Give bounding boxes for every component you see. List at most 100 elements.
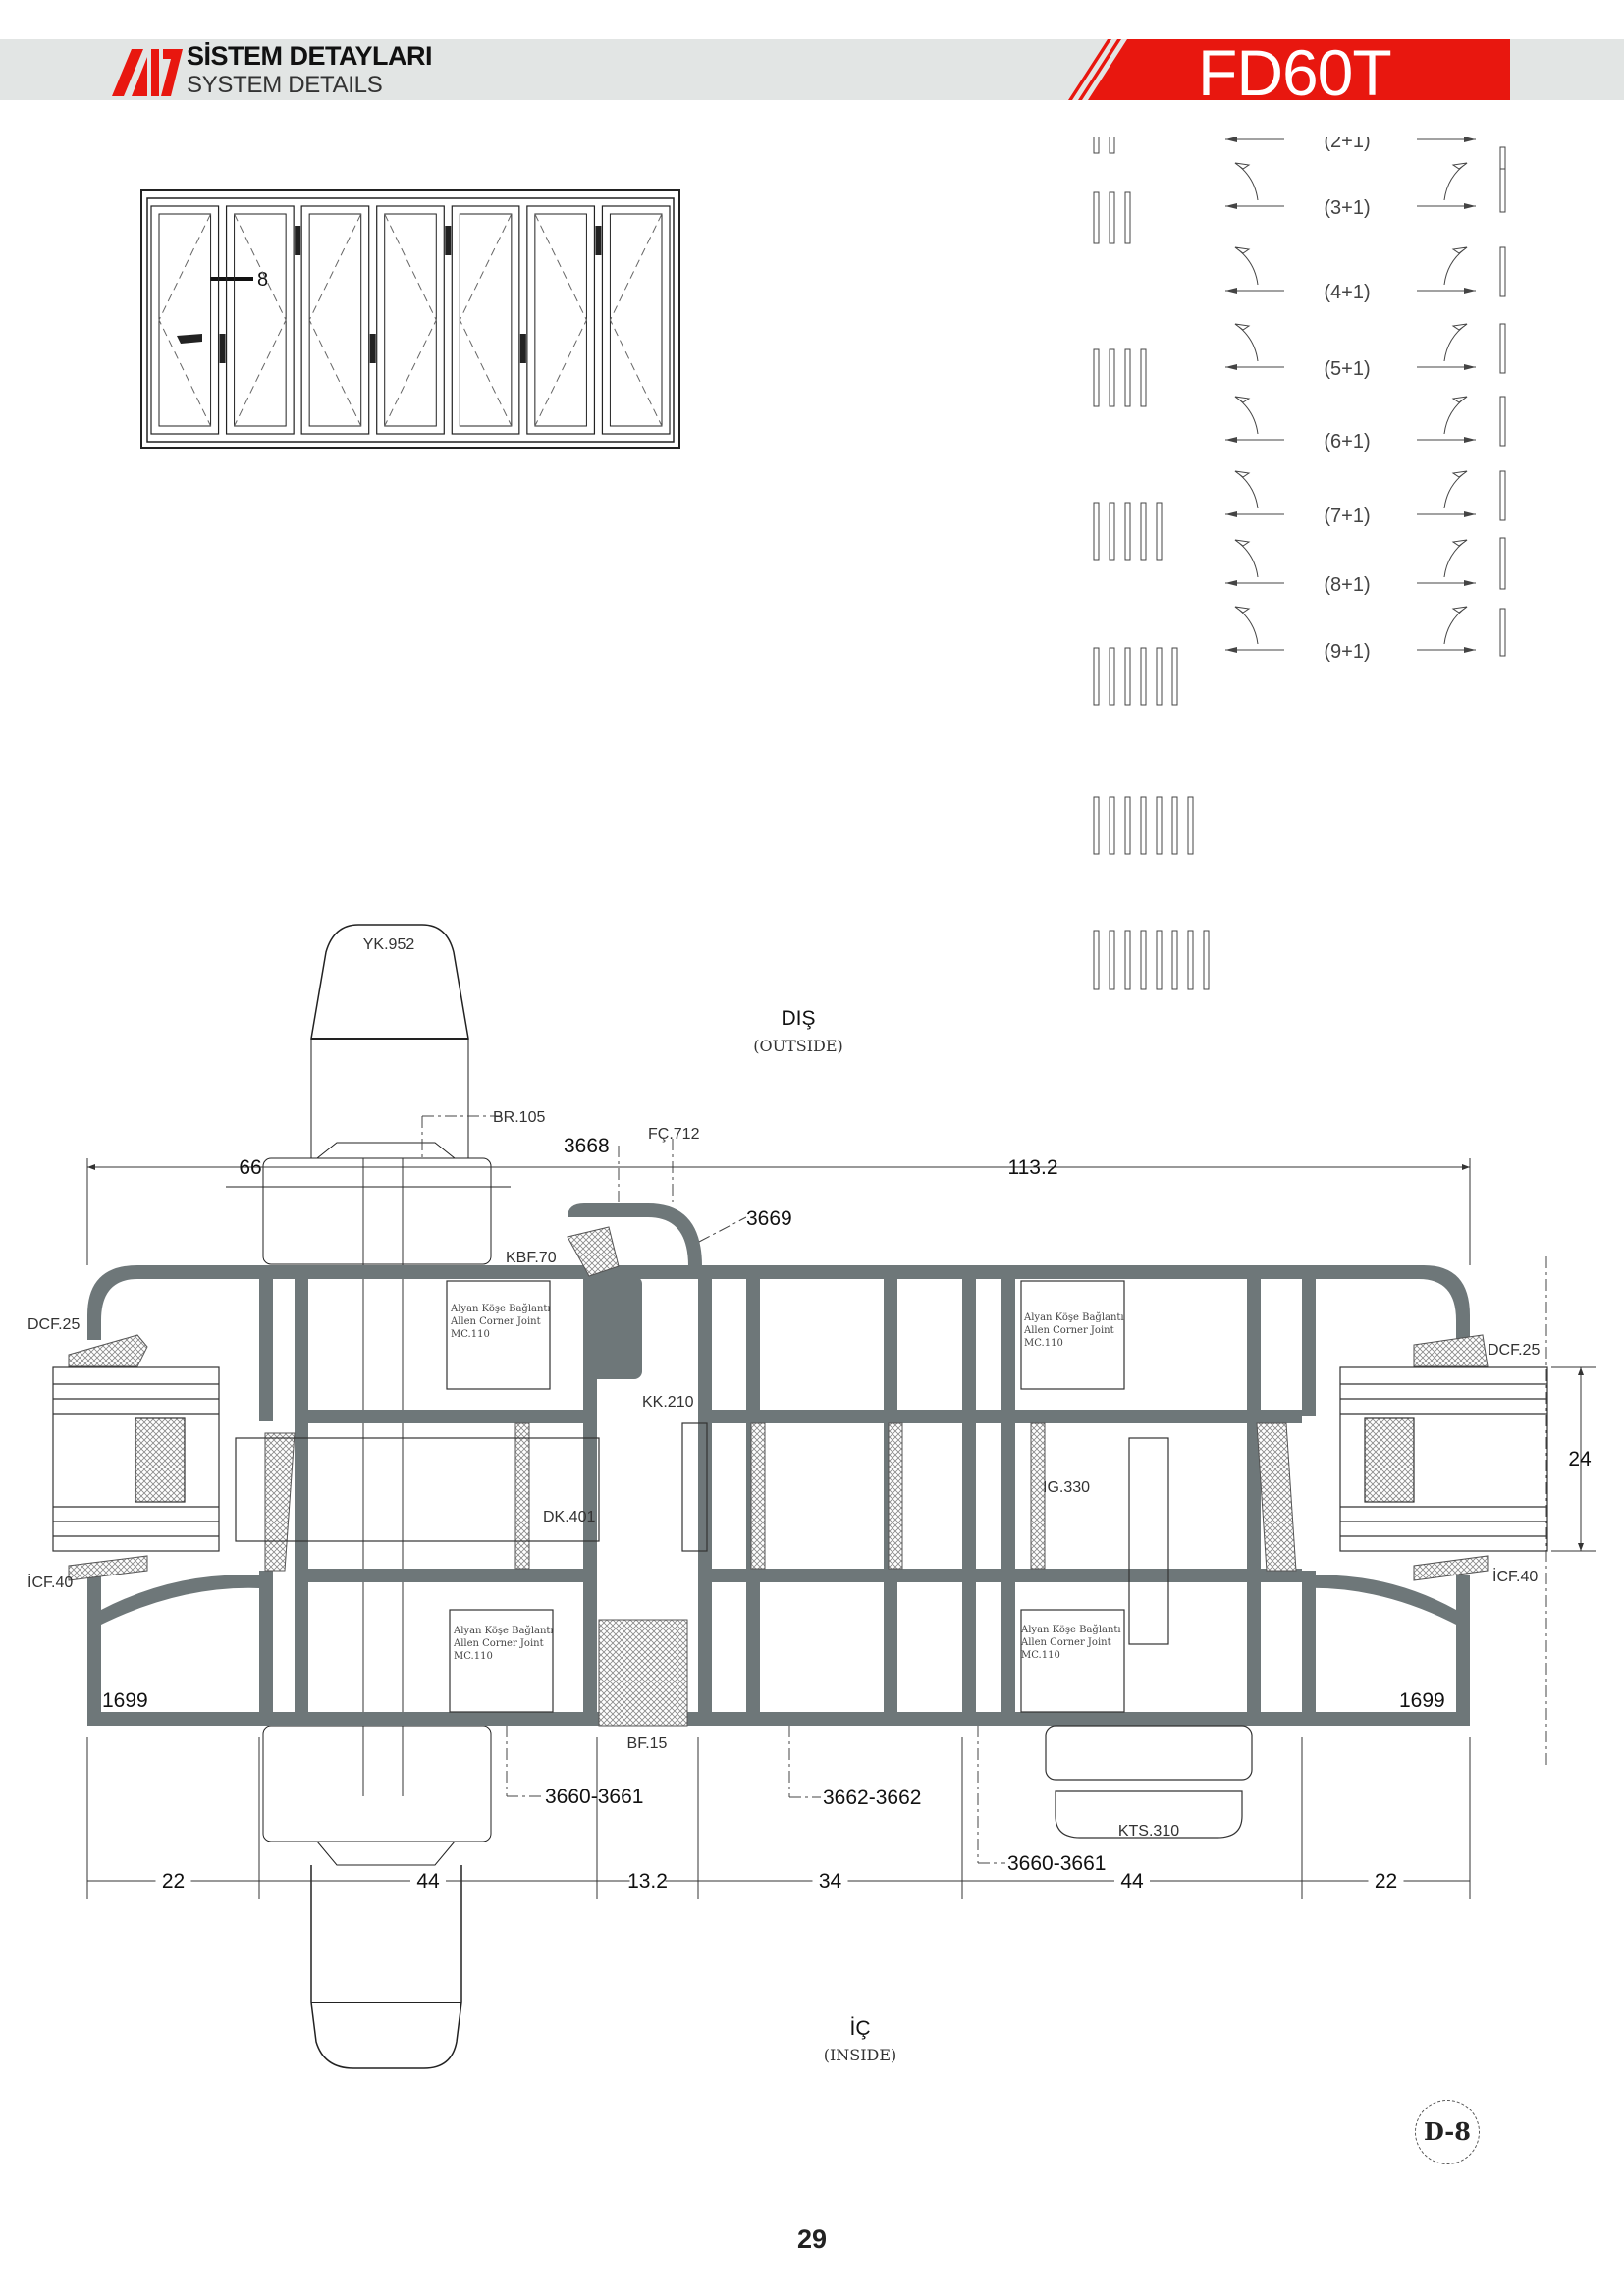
corner-joint-en: Allen Corner Joint <box>453 1638 544 1649</box>
folded-panel <box>1093 137 1100 154</box>
corner-joint-en: Allen Corner Joint <box>1023 1325 1114 1336</box>
folded-panel <box>1156 647 1163 706</box>
folded-panel <box>1187 930 1194 990</box>
handle-label: YK.952 <box>363 936 415 953</box>
opening-direction-lines <box>384 213 437 427</box>
single-panel <box>1499 323 1506 374</box>
corner-joint-code: MC.110 <box>1024 1338 1063 1349</box>
folded-panel <box>1109 796 1115 855</box>
corner-joint-tr: Alyan Köşe Bağlantı <box>1020 1625 1121 1635</box>
handle-top <box>310 924 469 1040</box>
folded-panel <box>1093 502 1100 561</box>
single-panel <box>1499 168 1506 213</box>
door-panel <box>526 205 596 435</box>
part-label-3660-3661-left: 3660-3661 <box>545 1786 643 1808</box>
corner-joint-code: MC.110 <box>454 1651 493 1662</box>
glass-units <box>52 1280 1548 1839</box>
corner-joint-tr: Alyan Köşe Bağlantı <box>450 1304 551 1314</box>
folded-panel <box>1171 796 1178 855</box>
part-label-ig330: IG.330 <box>1043 1479 1090 1496</box>
swing-arc <box>1234 323 1259 362</box>
opening-config-label: (6+1) <box>1324 431 1370 453</box>
opening-direction-lines <box>534 213 587 427</box>
inside-label-en: (INSIDE) <box>824 2046 897 2064</box>
folded-panel <box>1109 348 1115 407</box>
door-elevation: 8 <box>140 189 680 449</box>
door-handle-icon <box>177 334 202 344</box>
folded-panel <box>1171 647 1178 706</box>
door-panel <box>376 205 445 435</box>
swing-arc <box>1443 470 1468 509</box>
opening-config-2-plus-1: (2+1) <box>1093 137 1506 189</box>
folded-panel <box>1093 647 1100 706</box>
swing-arc <box>1234 539 1259 578</box>
opening-config-7-plus-1: (7+1) <box>1093 470 1506 855</box>
swing-arc <box>1234 162 1259 201</box>
gaskets <box>68 1226 1489 1727</box>
folded-panel <box>1156 796 1163 855</box>
folded-panel <box>1109 502 1115 561</box>
folded-panel <box>1093 796 1100 855</box>
opening-direction-lines <box>234 213 287 427</box>
swing-arc <box>1443 162 1468 201</box>
folded-panel <box>1156 930 1163 990</box>
part-label-dcf25-right: DCF.25 <box>1488 1342 1540 1359</box>
swing-arc <box>1234 396 1259 435</box>
opening-config-6-plus-1: (6+1) <box>1093 396 1506 706</box>
swing-arc <box>1443 606 1468 645</box>
dimension-66: 66 <box>239 1156 261 1179</box>
folded-panel <box>1187 796 1194 855</box>
door-panel <box>225 205 295 435</box>
single-panel <box>1499 470 1506 521</box>
opening-config-label: (8+1) <box>1324 574 1370 596</box>
part-label-3668: 3668 <box>564 1135 610 1157</box>
single-panel <box>1499 246 1506 297</box>
part-label-dcf25-left: DCF.25 <box>27 1316 80 1333</box>
folded-panel <box>1140 348 1147 407</box>
single-panel <box>1499 396 1506 447</box>
opening-config-label: (2+1) <box>1324 137 1370 152</box>
swing-arc <box>1443 323 1468 362</box>
door-panel <box>601 205 671 435</box>
frame-label-1699-left: 1699 <box>102 1689 148 1712</box>
header-title-tr: SİSTEM DETAYLARI <box>187 41 433 71</box>
opening-config-9-plus-1: (9+1) <box>1225 606 1506 663</box>
part-label-3660-3661-right: 3660-3661 <box>1007 1852 1106 1875</box>
part-label-kbf70: KBF.70 <box>506 1250 557 1266</box>
dimension-bottom: 44 <box>416 1870 440 1893</box>
corner-joint-tr: Alyan Köşe Bağlantı <box>1023 1312 1124 1323</box>
opening-direction-lines <box>308 213 362 427</box>
single-panel <box>1499 608 1506 657</box>
panel-glass <box>158 213 212 427</box>
swing-arc <box>1443 246 1468 286</box>
corner-joint-en: Allen Corner Joint <box>1020 1637 1111 1648</box>
opening-config-label: (7+1) <box>1324 506 1370 527</box>
detail-code-badge: D-8 <box>1415 2100 1480 2164</box>
folded-panel <box>1109 930 1115 990</box>
corner-joint-en: Allen Corner Joint <box>450 1316 541 1327</box>
part-label-bf15: BF.15 <box>627 1735 668 1752</box>
hinge-icon <box>219 334 226 363</box>
part-label-kts310: KTS.310 <box>1118 1823 1179 1840</box>
opening-direction-lines <box>158 213 212 427</box>
folded-panel <box>1203 930 1210 990</box>
hinge-icon <box>595 226 602 255</box>
panel-glass <box>459 213 513 427</box>
folded-panel <box>1093 930 1100 990</box>
panel-glass <box>534 213 587 427</box>
swing-arc <box>1234 246 1259 286</box>
dimension-bottom: 13.2 <box>627 1870 668 1893</box>
dimension-bottom: 22 <box>162 1870 185 1893</box>
opening-config-4-plus-1: (4+1) <box>1093 246 1506 407</box>
swing-arc <box>1443 396 1468 435</box>
opening-config-8-plus-1: (8+1) <box>1093 537 1506 990</box>
cross-section-drawing: YK.952DIŞ(OUTSIDE)BR.1053668FÇ.712366966… <box>27 924 1596 2069</box>
hinge-icon <box>519 334 526 363</box>
part-label-fc712: FÇ.712 <box>648 1126 700 1143</box>
opening-config-5-plus-1: (5+1) <box>1093 323 1506 561</box>
dimension-bottom: 44 <box>1120 1870 1144 1893</box>
opening-config-label: (3+1) <box>1324 197 1370 219</box>
